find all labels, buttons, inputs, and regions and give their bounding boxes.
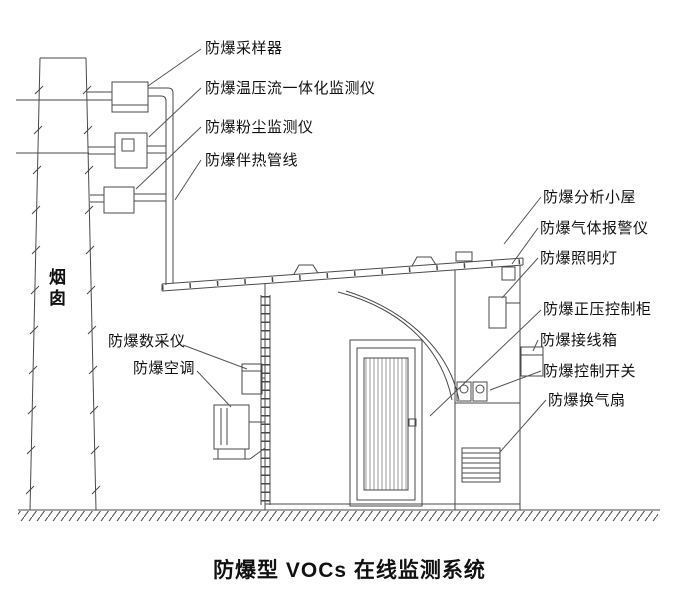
gas-alarm-device: [501, 266, 516, 281]
label-tpf-monitor: 防爆温压流一体化监测仪: [205, 80, 376, 97]
tpf-monitor-device: [114, 132, 148, 169]
ground: [18, 509, 660, 521]
chimney-hatch-right: [82, 85, 101, 495]
heated-pipe: [134, 87, 174, 285]
chimney-hatch-left: [25, 85, 44, 495]
label-air-conditioner: 防爆空调: [133, 360, 196, 377]
light-fixture: [488, 296, 520, 329]
analysis-shed: [161, 251, 524, 510]
air-conditioner-device: [213, 404, 266, 460]
label-heated-line: 防爆伴热管线: [205, 152, 299, 169]
label-light: 防爆照明灯: [540, 250, 618, 267]
junction-box-device: [520, 346, 544, 377]
sampler-device: [111, 81, 149, 113]
label-control-switch: 防爆控制开关: [543, 363, 637, 380]
cable-tray: [260, 295, 271, 505]
label-dust-monitor: 防爆粉尘监测仪: [205, 119, 314, 136]
label-vent-fan: 防爆换气扇: [548, 392, 626, 409]
label-chimney: 烟囱: [46, 268, 65, 310]
data-logger-device: [241, 363, 265, 395]
diagram-title: 防爆型 VOCs 在线监测系统: [213, 559, 486, 582]
dust-monitor-device: [103, 186, 135, 214]
shed-walls: [264, 265, 521, 510]
door-panel: [363, 357, 409, 491]
shed-door: [349, 339, 423, 507]
roof-vent-2: [411, 256, 437, 267]
label-sampler: 防爆采样器: [205, 40, 283, 57]
stack-devices: [87, 81, 149, 214]
roof-box: [455, 251, 473, 262]
leader-lines: [135, 48, 547, 453]
door-handle: [408, 418, 417, 427]
label-data-logger: 防爆数采仪: [108, 333, 186, 350]
label-junction-box: 防爆接线箱: [540, 332, 618, 349]
label-analysis-shed: 防爆分析小屋: [543, 189, 637, 206]
roof-vent-1: [293, 264, 319, 275]
control-switches: [455, 381, 520, 404]
chimney: [16, 57, 101, 511]
vent-fan-device: [461, 447, 501, 483]
label-pressure-cabinet: 防爆正压控制柜: [543, 301, 652, 318]
label-gas-alarm: 防爆气体报警仪: [540, 220, 649, 237]
indoor-conduit: [337, 290, 460, 401]
